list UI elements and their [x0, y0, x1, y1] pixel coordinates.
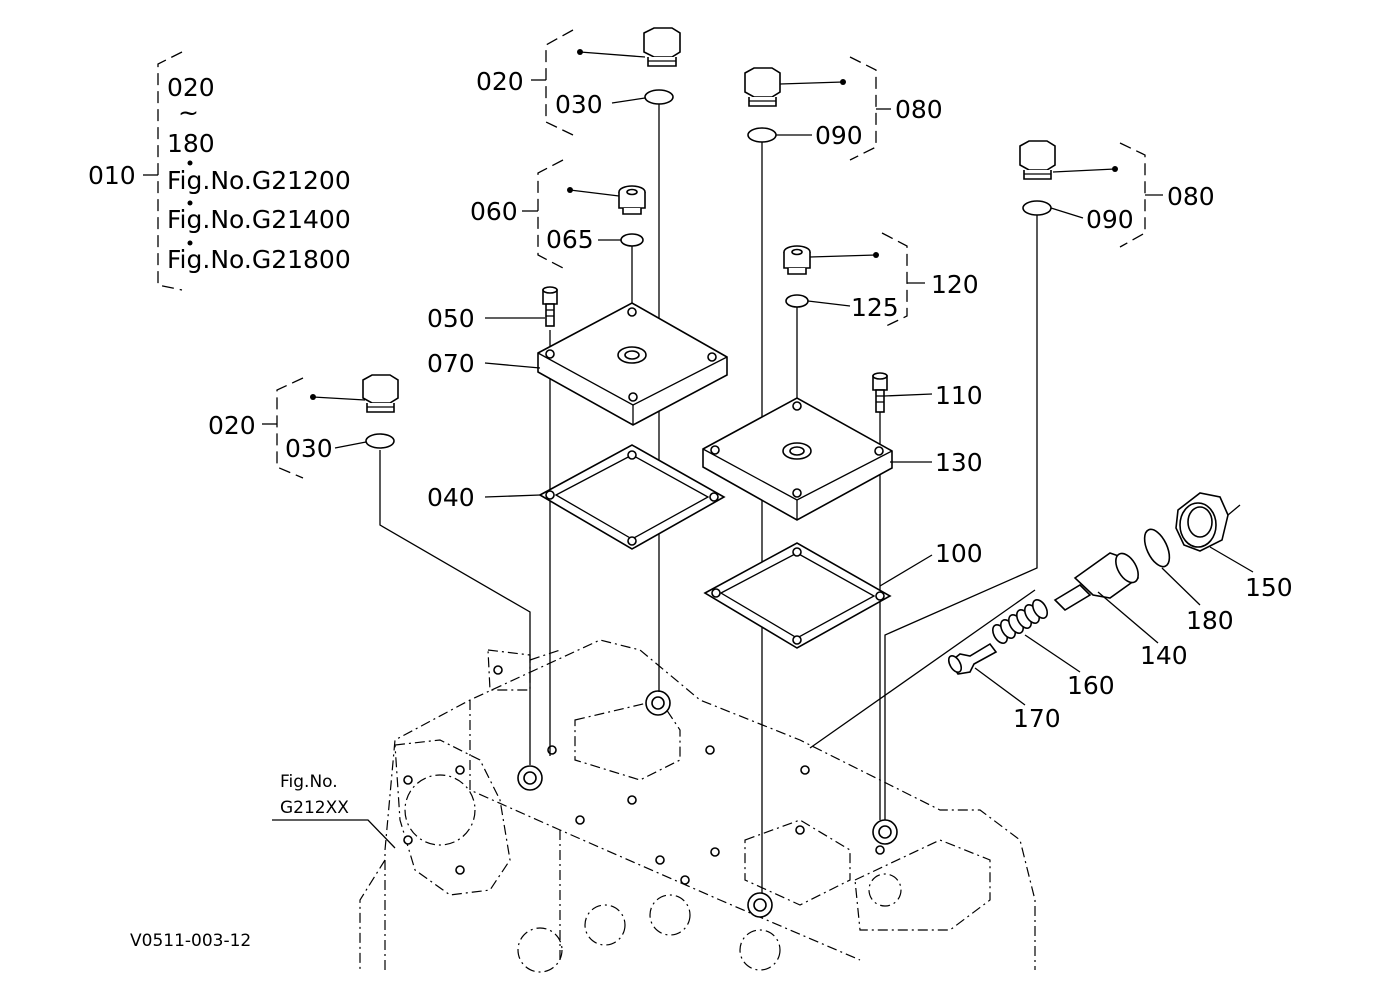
label-060: 060 [470, 197, 518, 226]
ref-fig-line2: G212XX [280, 798, 349, 818]
label-080-mid: 080 [895, 95, 943, 124]
cover-070: 070 [427, 302, 728, 426]
label-040: 040 [427, 483, 475, 512]
fig-ref-3: Fig.No.G21800 [167, 245, 351, 274]
label-070: 070 [427, 349, 475, 378]
plug-120: 120 125 [783, 232, 979, 329]
plug-020-left: 020 030 [208, 374, 399, 479]
plug-060: 060 065 [470, 159, 646, 269]
label-125: 125 [851, 293, 899, 322]
housing-body [359, 639, 1036, 973]
drawing-id: V0511-003-12 [130, 931, 251, 951]
label-090-mid: 090 [815, 121, 863, 150]
range-to-label: 180 [167, 129, 215, 158]
label-065: 065 [546, 225, 594, 254]
label-110: 110 [935, 381, 983, 410]
label-050: 050 [427, 304, 475, 333]
label-180: 180 [1186, 606, 1234, 635]
label-020-top: 020 [476, 67, 524, 96]
label-170: 170 [1013, 704, 1061, 733]
plug-080-right: 080 090 [1019, 140, 1215, 248]
ref-fig-line1: Fig.No. [280, 772, 338, 792]
label-120: 120 [931, 270, 979, 299]
gasket-040: 040 [427, 444, 726, 550]
assembly-group-bracket: 010 020 ~ 180 Fig.No.G21200 Fig.No.G2140… [88, 51, 351, 291]
plug-080-mid: 080 090 [744, 56, 943, 161]
range-from-label: 020 [167, 73, 215, 102]
assy-number-label: 010 [88, 161, 136, 190]
reference-figure-note: Fig.No. G212XX [272, 772, 396, 849]
spring-160 [991, 599, 1049, 644]
gasket-100: 100 [703, 539, 983, 649]
relief-valve-group: 150 180 140 160 170 [947, 492, 1293, 733]
label-030-left: 030 [285, 434, 333, 463]
label-160: 160 [1067, 671, 1115, 700]
label-030-top: 030 [555, 90, 603, 119]
fig-ref-2: Fig.No.G21400 [167, 205, 351, 234]
label-130: 130 [935, 448, 983, 477]
cover-130: 130 [702, 397, 983, 521]
label-150: 150 [1245, 573, 1293, 602]
label-100: 100 [935, 539, 983, 568]
label-080-right: 080 [1167, 182, 1215, 211]
bolt-110: 110 [872, 372, 983, 413]
plug-020-top: 020 030 [476, 27, 681, 136]
label-140: 140 [1140, 641, 1188, 670]
label-020-left: 020 [208, 411, 256, 440]
bolt-050: 050 [427, 286, 558, 333]
fig-ref-1: Fig.No.G21200 [167, 166, 351, 195]
label-090-right: 090 [1086, 205, 1134, 234]
range-separator: ~ [178, 98, 199, 127]
